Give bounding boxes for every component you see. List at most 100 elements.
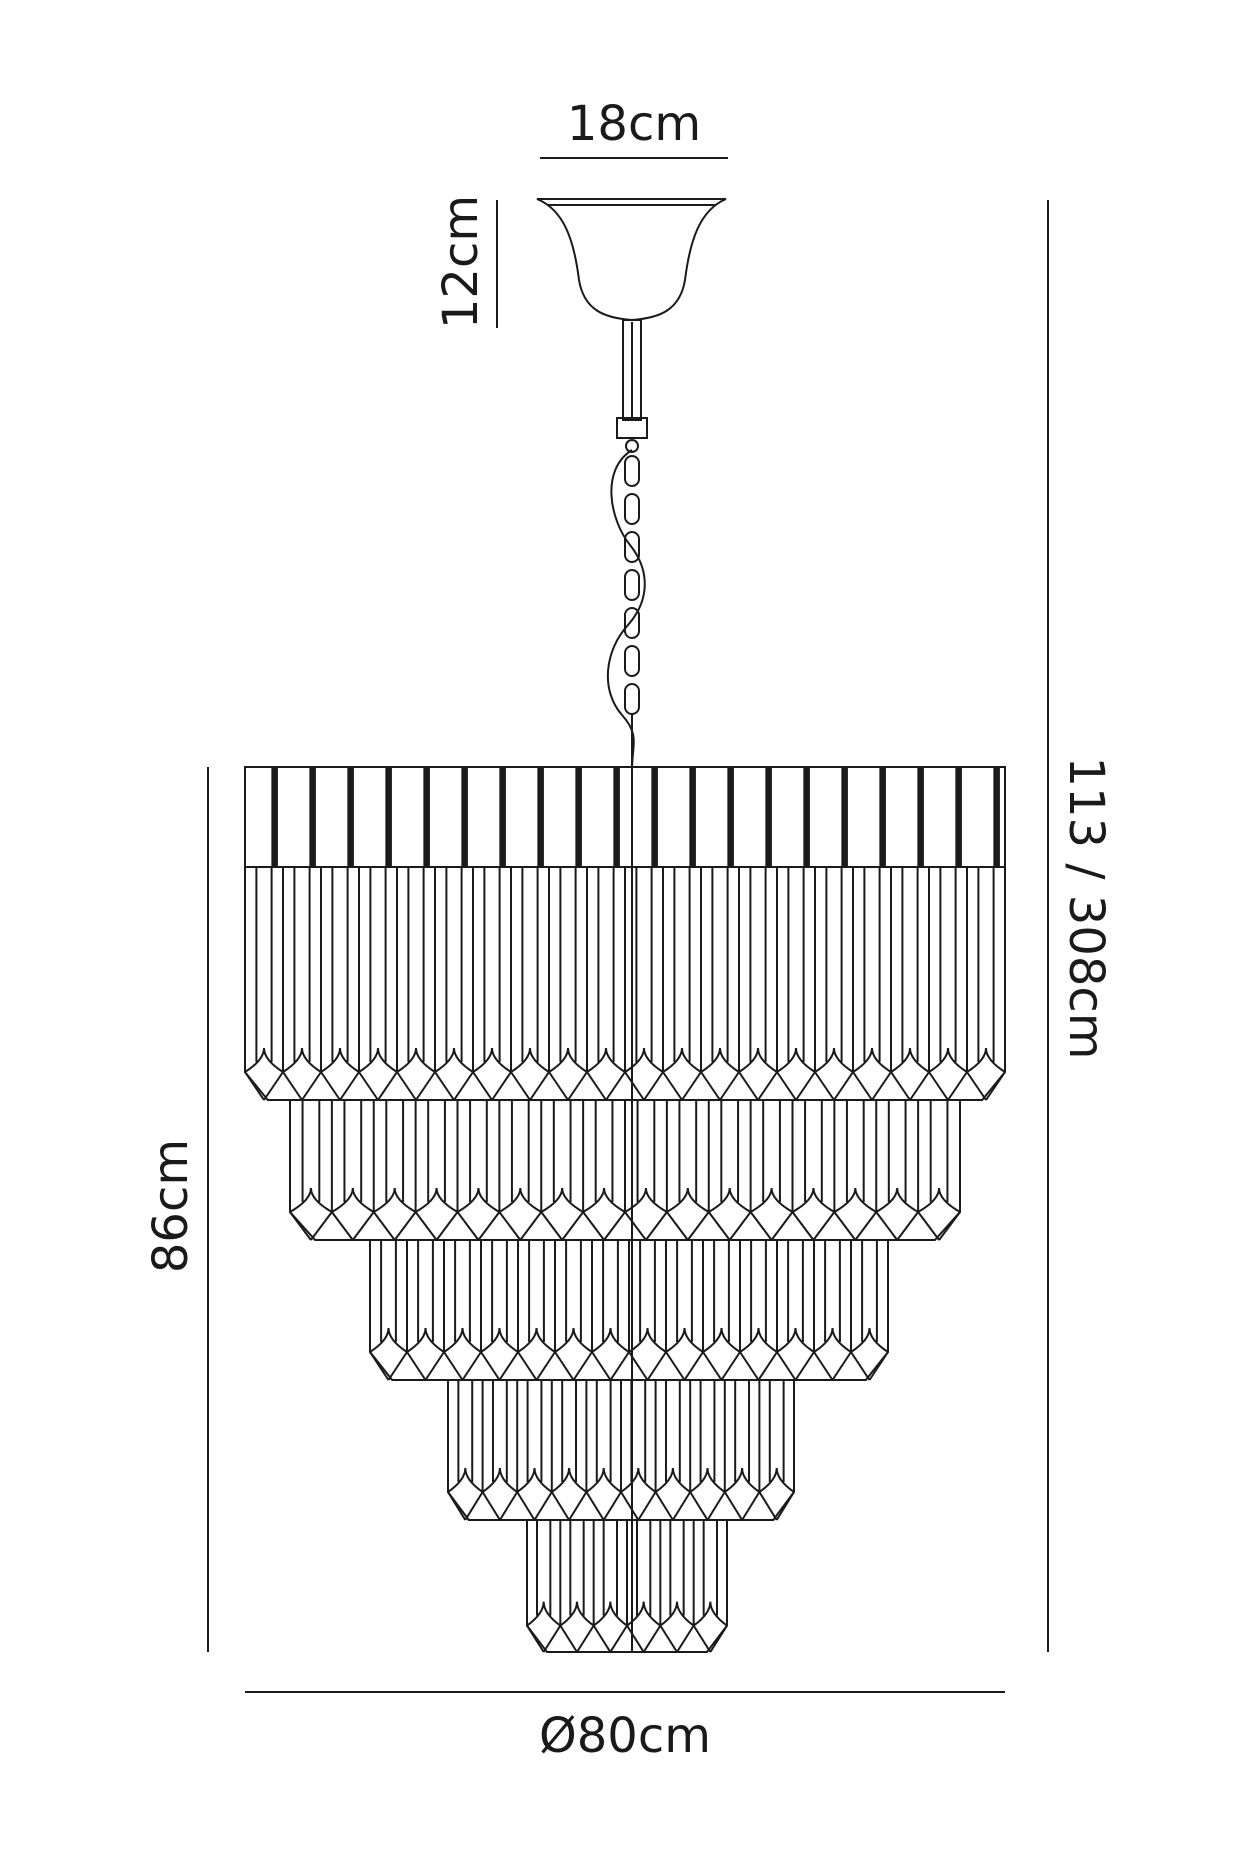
- crystal-rod-point: [776, 1071, 797, 1101]
- crystal-rod-tip: [244, 1047, 284, 1073]
- cap-facet: [803, 766, 810, 868]
- crystal-rod-point: [572, 1351, 593, 1381]
- crystal-rod-tip: [517, 1327, 556, 1353]
- crystal-rod-point: [320, 1071, 341, 1101]
- crystal-rod-point: [567, 1071, 588, 1101]
- crystal-rod-point: [447, 1491, 467, 1521]
- crystal-rod-tip: [833, 1187, 877, 1213]
- crystal-rod-tip: [551, 1467, 587, 1493]
- crystal-rod-point: [461, 1351, 482, 1381]
- crystal-rod-tip: [373, 1187, 417, 1213]
- crystal-rod-point: [605, 1071, 626, 1101]
- crystal-rod-point: [719, 1071, 740, 1101]
- crystal-rod-tip: [792, 1187, 835, 1213]
- crystal-rod-tip: [852, 1047, 892, 1073]
- crystal-rod-point: [491, 1071, 512, 1101]
- crystal-rod-tip: [928, 1047, 968, 1073]
- ceiling-canopy: [536, 198, 727, 322]
- crystal-rod-tip: [472, 1047, 512, 1073]
- crystal-rod-point: [833, 1211, 857, 1241]
- crystal-rod-point: [576, 1625, 595, 1653]
- crystal-rod-point: [672, 1491, 692, 1521]
- crystal-rod-point: [481, 1491, 501, 1521]
- crystal-rod-tip: [289, 1187, 333, 1213]
- crystal-rod-point: [415, 1071, 436, 1101]
- crystal-rod-tip: [396, 1047, 436, 1073]
- crystal-rod-point: [568, 1491, 588, 1521]
- crystal-rod-point: [542, 1625, 562, 1653]
- crystal-rod-point: [637, 1491, 657, 1521]
- crystal-rod-point: [282, 1071, 303, 1101]
- crystal-rod-point: [609, 1351, 630, 1381]
- crystal-rod-point: [517, 1351, 538, 1381]
- crystal-rod-point: [301, 1071, 322, 1101]
- crystal-rod-point: [683, 1351, 704, 1381]
- crystal-rod-point: [372, 1211, 396, 1241]
- crystal-rod-point: [985, 1071, 1006, 1101]
- crystal-rod-point: [624, 1211, 647, 1241]
- crystal-rod-point: [723, 1491, 743, 1521]
- crystal-rod-point: [406, 1351, 427, 1381]
- crystal-rod-point: [909, 1071, 930, 1101]
- crystal-rod-point: [480, 1351, 501, 1381]
- power-cable: [606, 449, 646, 771]
- crystal-rod-point: [665, 1351, 686, 1381]
- crystal-rod-point: [377, 1071, 398, 1101]
- crystal-rod-point: [687, 1211, 710, 1241]
- crystal-rod-point: [540, 1211, 563, 1241]
- dimension-lines: [207, 157, 1049, 1693]
- crystal-rod-point: [794, 1351, 815, 1381]
- crystal-rod-point: [443, 1351, 464, 1381]
- crystal-rod-point: [603, 1211, 626, 1241]
- crystal-rod-point: [643, 1071, 664, 1101]
- crystal-rod-point: [352, 1211, 375, 1241]
- crystal-rod-tip: [628, 1327, 667, 1353]
- cap-facet: [993, 766, 1000, 868]
- crystal-rod-tip: [662, 1047, 702, 1073]
- chain-link: [624, 607, 640, 639]
- crystal-rod-tip: [776, 1327, 815, 1353]
- crystal-rod-tip: [415, 1187, 458, 1213]
- cap-facet: [309, 766, 316, 868]
- crystal-rod-point: [833, 1071, 854, 1101]
- crystal-rod-tip: [758, 1467, 795, 1493]
- crystal-rod-point: [947, 1071, 968, 1101]
- crystal-rod-point: [868, 1351, 889, 1381]
- crystal-rod-point: [477, 1211, 501, 1241]
- crystal-rod-point: [917, 1211, 940, 1241]
- cap-facet: [347, 766, 354, 868]
- crystal-rod-point: [645, 1211, 668, 1241]
- crystal-rod-point: [464, 1491, 484, 1521]
- rod-collar: [616, 417, 648, 439]
- crystal-rod-tip: [526, 1601, 561, 1627]
- crystal-rod-point: [700, 1071, 721, 1101]
- crystal-rod-tip: [659, 1601, 695, 1627]
- crystal-rod-point: [850, 1351, 871, 1381]
- diameter-label: Ø80cm: [539, 1708, 711, 1764]
- crystal-rod-point: [854, 1211, 878, 1241]
- crystal-rod-point: [369, 1351, 390, 1381]
- cap-facet: [955, 766, 962, 868]
- crystal-rod-tip: [516, 1467, 553, 1493]
- crystal-rod-point: [456, 1211, 480, 1241]
- crystal-rod-point: [676, 1625, 695, 1653]
- crystal-rod-point: [662, 1071, 683, 1101]
- crystal-rod-point: [681, 1071, 702, 1101]
- crystal-rod-point: [758, 1491, 778, 1521]
- crystal-rod-point: [776, 1351, 797, 1381]
- chain-link: [624, 683, 640, 715]
- crystal-rod-point: [890, 1071, 911, 1101]
- cap-facet: [917, 766, 924, 868]
- crystal-rod-point: [396, 1071, 417, 1101]
- crystal-rod-tip: [457, 1187, 500, 1213]
- crystal-rod-tip: [447, 1467, 484, 1493]
- crystal-rod-tip: [582, 1187, 626, 1213]
- crystal-rod-tip: [813, 1327, 852, 1353]
- crystal-rod-point: [757, 1351, 778, 1381]
- cap-facet: [423, 766, 430, 868]
- chain-link: [624, 493, 640, 525]
- cap-facet: [613, 766, 620, 868]
- crystal-rod-point: [620, 1491, 640, 1521]
- crystal-rod-tip: [738, 1047, 778, 1073]
